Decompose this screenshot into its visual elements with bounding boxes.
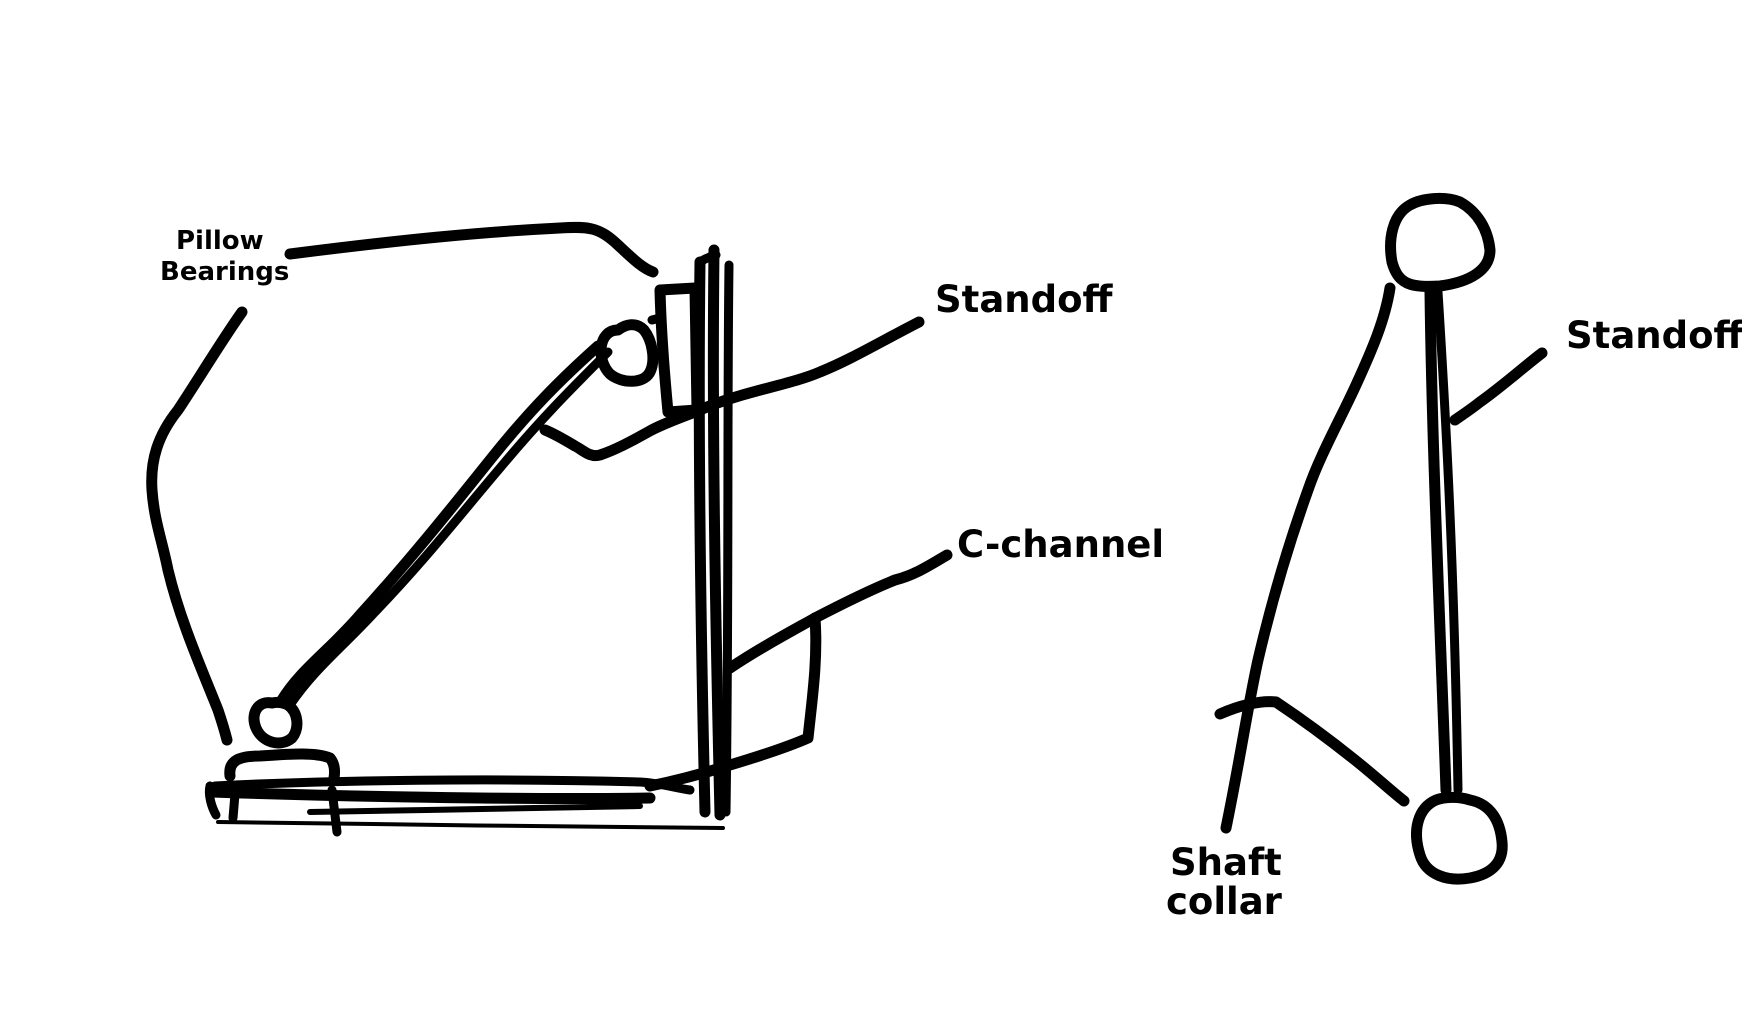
shaft-collar-leader-branch [1214, 696, 1410, 807]
end-view-bottom-bearing [1411, 791, 1508, 885]
lower-shaft-collar [248, 696, 303, 749]
vertical-c-channel [693, 244, 734, 821]
end-view-top-bearing [1385, 192, 1496, 292]
label-c-channel: C-channel [957, 523, 1164, 566]
label-standoff-end: Standoff [1566, 314, 1742, 357]
side-view-sketch [146, 221, 953, 837]
end-view-sketch [1214, 192, 1548, 885]
label-pillow-bearings-line2: Bearings [160, 257, 289, 287]
c-channel-leader [724, 549, 953, 674]
lower-pillow-bearing [224, 748, 340, 784]
diagonal-standoff [276, 340, 613, 710]
standoff-leader-left [539, 316, 925, 462]
label-shaft-collar-line2: collar [1166, 880, 1283, 923]
pillow-bearings-leader-lower [146, 306, 248, 746]
c-channel-bracket [644, 612, 822, 792]
shaft-collar-leader [1220, 282, 1396, 834]
end-view-standoff [1424, 286, 1463, 796]
upper-pillow-bearing [647, 282, 703, 418]
label-standoff-side: Standoff [935, 278, 1114, 321]
pillow-bearings-leader-upper [284, 221, 659, 278]
label-pillow-bearings-line1: Pillow [176, 226, 264, 256]
label-shaft-collar-line1: Shaft [1170, 841, 1282, 884]
standoff-leader-right [1449, 347, 1548, 426]
